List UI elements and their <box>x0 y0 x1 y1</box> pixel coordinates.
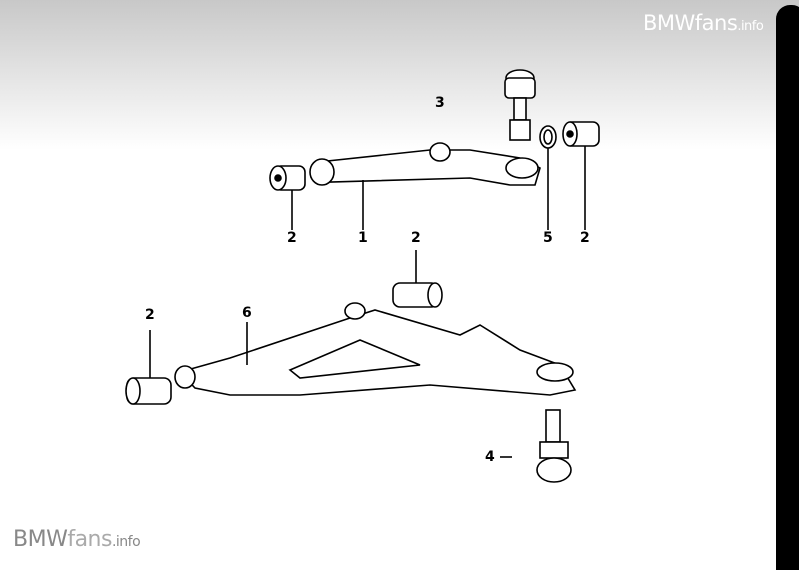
callout-2: 2 <box>411 230 421 246</box>
ball-joint-upper <box>504 69 536 141</box>
header-gradient <box>0 0 799 150</box>
callout-2: 2 <box>287 230 297 246</box>
callout-2: 2 <box>580 230 590 246</box>
washer <box>539 125 557 230</box>
lower-wishbone <box>174 302 577 396</box>
callout-6: 6 <box>242 305 252 321</box>
callout-5: 5 <box>543 230 553 246</box>
callout-1: 1 <box>358 230 368 246</box>
watermark-bottom: BMWfans.info <box>13 527 141 552</box>
ball-joint-lower <box>500 409 572 483</box>
callout-4: 4 <box>485 449 495 465</box>
bushing-lower-rear <box>392 250 443 308</box>
callout-3: 3 <box>435 95 445 111</box>
upper-control-arm <box>309 142 541 230</box>
watermark-top: BMWfans.info <box>643 11 764 35</box>
scrollbar[interactable] <box>776 5 799 570</box>
bushing-upper-right <box>562 121 600 230</box>
bushing-lower-front <box>125 330 172 405</box>
bushing-upper-left <box>269 165 306 230</box>
callout-2: 2 <box>145 307 155 323</box>
